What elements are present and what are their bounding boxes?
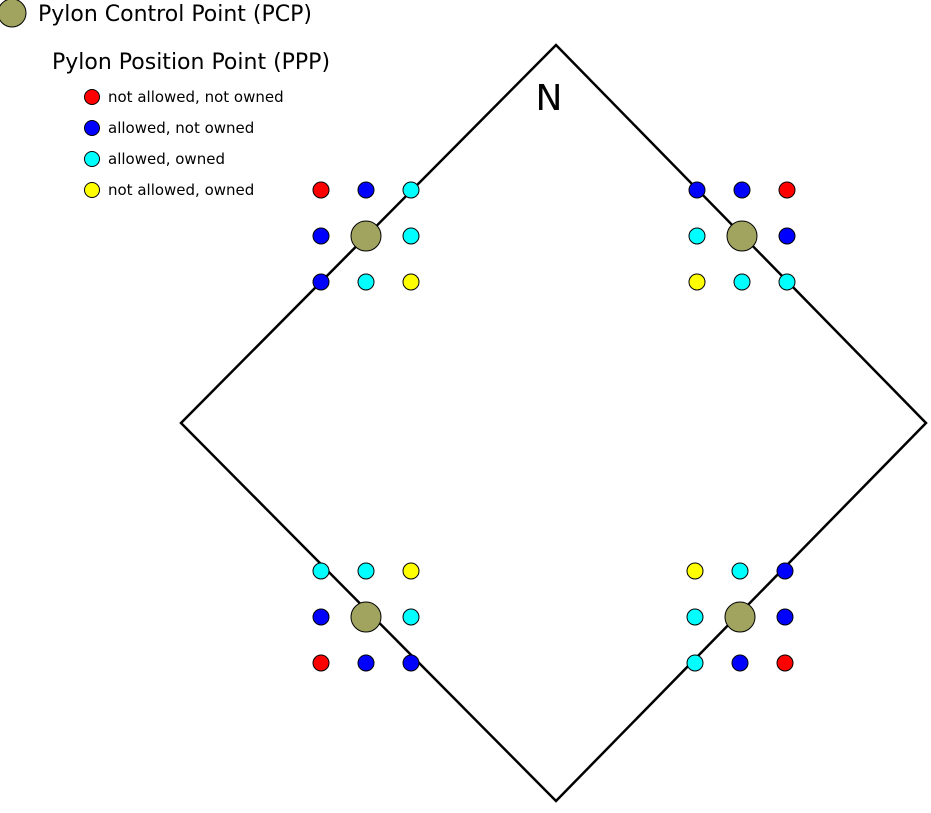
pcp-south-west — [350, 601, 382, 633]
ppp-dot-north-west-blue-r2c0 — [312, 273, 330, 291]
ppp-dot-north-west-red-r0c0 — [312, 181, 330, 199]
ppp-dot-north-east-yellow-r2c0 — [688, 273, 706, 291]
ppp-dot-north-west-yellow-r2c2 — [402, 273, 420, 291]
pcp-north-west — [350, 220, 382, 252]
legend-dot-blue — [84, 120, 100, 136]
legend-dot-red — [84, 89, 100, 105]
legend-dot-yellow — [84, 182, 100, 198]
ppp-dot-north-west-blue-r0c1 — [357, 181, 375, 199]
ppp-dot-south-west-blue-r1c0 — [312, 608, 330, 626]
legend-dot-cyan — [84, 151, 100, 167]
ppp-dot-south-east-red-r2c2 — [776, 654, 794, 672]
ppp-dot-north-west-blue-r1c0 — [312, 227, 330, 245]
legend: Pylon Control Point (PCP) Pylon Position… — [0, 0, 330, 199]
ppp-dot-north-east-red-r0c2 — [778, 181, 796, 199]
ppp-dot-north-west-cyan-r0c2 — [402, 181, 420, 199]
legend-label-yellow: not allowed, owned — [108, 181, 254, 199]
ppp-dot-south-west-cyan-r0c0 — [312, 562, 330, 580]
ppp-dot-south-west-cyan-r0c1 — [357, 562, 375, 580]
pcp-south-east — [724, 601, 756, 633]
pylons-group — [312, 181, 796, 672]
course-boundary — [179, 43, 928, 803]
ppp-dot-south-east-yellow-r0c0 — [686, 562, 704, 580]
ppp-dot-south-west-blue-r2c2 — [402, 654, 420, 672]
ppp-dot-south-east-cyan-r2c0 — [686, 654, 704, 672]
compass-label: N — [536, 78, 563, 119]
ppp-dot-south-west-cyan-r1c2 — [402, 608, 420, 626]
ppp-dot-south-east-cyan-r1c0 — [686, 608, 704, 626]
legend-label-cyan: allowed, owned — [108, 150, 225, 168]
ppp-dot-south-east-cyan-r0c1 — [731, 562, 749, 580]
legend-label-blue: allowed, not owned — [108, 119, 254, 137]
ppp-dot-south-west-yellow-r0c2 — [402, 562, 420, 580]
legend-items: not allowed, not owned allowed, not owned… — [84, 88, 284, 199]
ppp-dot-north-east-cyan-r1c0 — [688, 227, 706, 245]
ppp-legend-heading: Pylon Position Point (PPP) — [52, 50, 330, 75]
ppp-dot-south-west-blue-r2c1 — [357, 654, 375, 672]
ppp-dot-south-west-red-r2c0 — [312, 654, 330, 672]
ppp-dot-north-west-cyan-r2c1 — [357, 273, 375, 291]
ppp-dot-north-west-cyan-r1c2 — [402, 227, 420, 245]
legend-label-red: not allowed, not owned — [108, 88, 284, 106]
ppp-dot-north-east-cyan-r2c2 — [778, 273, 796, 291]
ppp-dot-south-east-blue-r2c1 — [731, 654, 749, 672]
ppp-dot-north-east-blue-r1c2 — [778, 227, 796, 245]
pcp-legend-label: Pylon Control Point (PCP) — [38, 2, 312, 27]
pcp-legend-icon — [0, 0, 27, 28]
ppp-dot-south-east-blue-r0c2 — [776, 562, 794, 580]
ppp-dot-north-east-cyan-r2c1 — [733, 273, 751, 291]
ppp-dot-north-east-blue-r0c0 — [688, 181, 706, 199]
ppp-dot-south-east-blue-r1c2 — [776, 608, 794, 626]
pcp-north-east — [726, 220, 758, 252]
ppp-dot-north-east-blue-r0c1 — [733, 181, 751, 199]
